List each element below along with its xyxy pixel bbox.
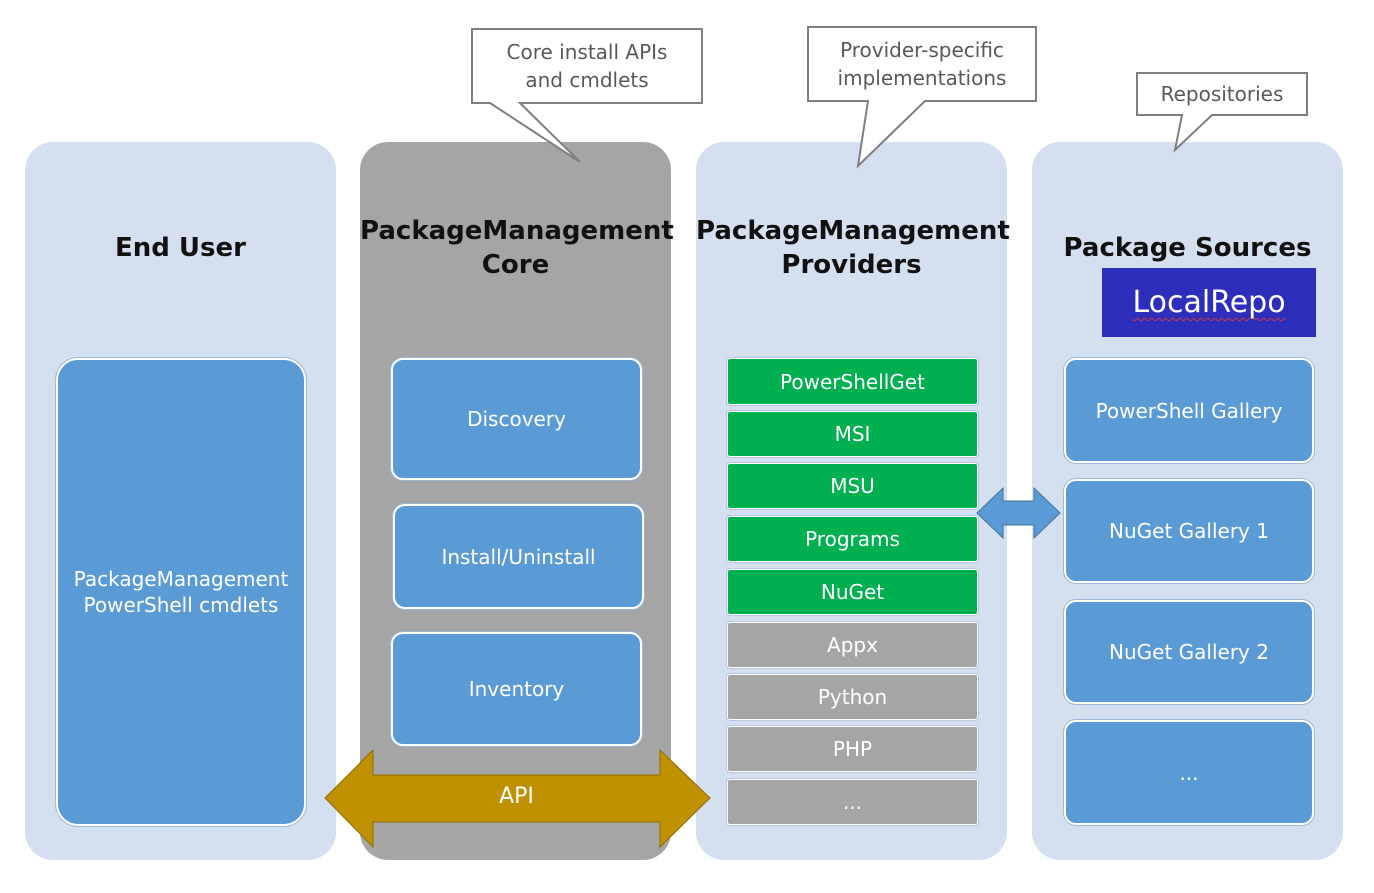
inventory-box: Inventory <box>391 632 642 746</box>
provider-msi: MSI <box>727 411 978 457</box>
provider-more: ... <box>727 779 978 825</box>
provider-msu: MSU <box>727 463 978 509</box>
callout-providers-shape <box>807 26 1037 169</box>
cmdlets-box: PackageManagement PowerShell cmdlets <box>56 358 306 826</box>
callout-providers-text: Provider-specific implementations <box>837 38 1007 90</box>
provider-programs: Programs <box>727 516 978 562</box>
source-nuget-gallery-1: NuGet Gallery 1 <box>1064 479 1314 583</box>
source-powershell-gallery: PowerShell Gallery <box>1064 358 1314 463</box>
end-user-title: End User <box>115 233 246 263</box>
source-more: ... <box>1064 720 1314 825</box>
callout-core-text: Core install APIs and cmdlets <box>506 40 668 92</box>
provider-python: Python <box>727 674 978 720</box>
providers-title: PackageManagement Providers <box>696 216 1010 280</box>
callout-core-shape <box>471 28 703 163</box>
api-arrow-icon <box>324 748 711 849</box>
provider-appx: Appx <box>727 622 978 668</box>
double-arrow-icon <box>976 486 1061 540</box>
sources-title: Package Sources <box>1063 233 1312 263</box>
core-title: PackageManagement Core <box>360 216 674 280</box>
source-nuget-gallery-2: NuGet Gallery 2 <box>1064 600 1314 704</box>
provider-php: PHP <box>727 726 978 772</box>
provider-powershellget: PowerShellGet <box>727 358 978 405</box>
provider-nuget: NuGet <box>727 569 978 615</box>
discovery-box: Discovery <box>391 358 642 480</box>
api-label: API <box>499 784 534 809</box>
local-repo-label: LocalRepo <box>1102 268 1316 337</box>
callout-repos-shape <box>1136 72 1308 153</box>
callout-repos-text: Repositories <box>1160 82 1284 106</box>
install-uninstall-box: Install/Uninstall <box>393 504 644 609</box>
